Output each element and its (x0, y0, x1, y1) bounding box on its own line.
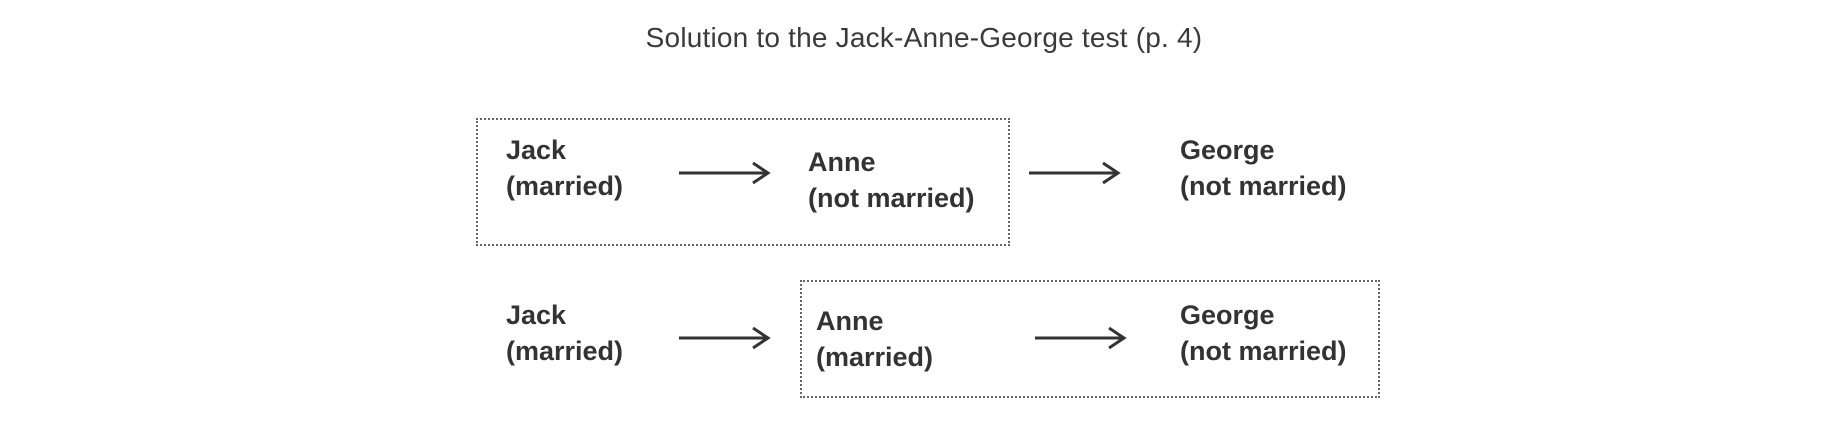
node-jack-row1-name: Jack (506, 135, 567, 165)
node-george-row2: George (not married) (1180, 297, 1347, 369)
node-george-row2-status: (not married) (1180, 336, 1347, 366)
diagram-title: Solution to the Jack-Anne-George test (p… (645, 22, 1203, 53)
highlight-box-row2 (800, 280, 1380, 398)
node-george-row1-status: (not married) (1180, 171, 1347, 201)
highlight-box-row1 (476, 118, 1010, 246)
node-anne-row2-status: (married) (816, 342, 934, 372)
node-george-row1-name: George (1180, 135, 1275, 165)
right-arrow-icon (1033, 323, 1129, 353)
node-george-row1: George (not married) (1180, 132, 1347, 204)
node-anne-row1-status: (not married) (808, 183, 975, 213)
node-anne-row2: Anne (married) (816, 303, 933, 375)
node-anne-row2-name: Anne (816, 306, 884, 336)
node-jack-row1: Jack (married) (506, 132, 623, 204)
node-jack-row2: Jack (married) (506, 297, 623, 369)
right-arrow-icon (1027, 158, 1123, 188)
node-george-row2-name: George (1180, 300, 1275, 330)
node-jack-row2-name: Jack (506, 300, 567, 330)
right-arrow-icon (677, 158, 773, 188)
node-anne-row1-name: Anne (808, 147, 876, 177)
node-jack-row2-status: (married) (506, 336, 624, 366)
node-jack-row1-status: (married) (506, 171, 624, 201)
right-arrow-icon (677, 323, 773, 353)
node-anne-row1: Anne (not married) (808, 144, 975, 216)
